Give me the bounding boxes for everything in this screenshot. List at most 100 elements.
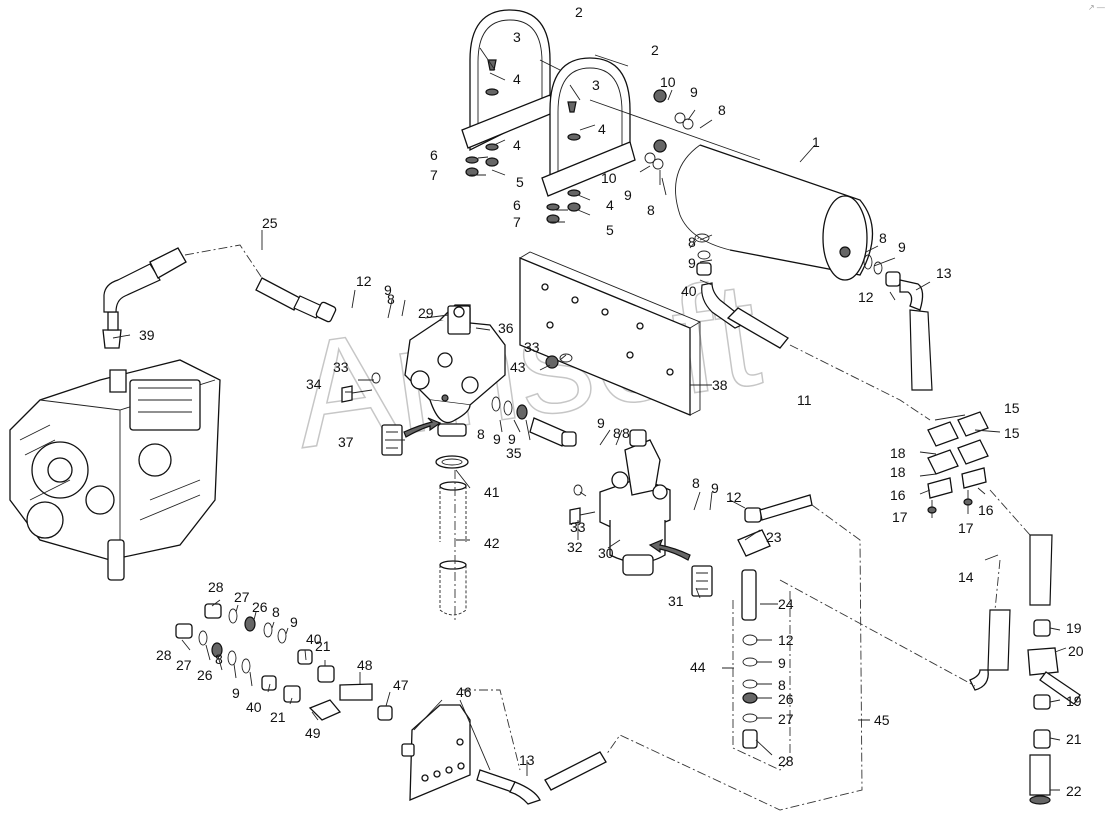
callout-11: 11 bbox=[797, 392, 812, 408]
callout-16: 16 bbox=[978, 502, 994, 518]
callout-24: 24 bbox=[778, 596, 794, 612]
callout-8: 8 bbox=[692, 475, 700, 491]
manifold-outlet-fittings bbox=[491, 353, 577, 447]
callout-21: 21 bbox=[1066, 731, 1082, 747]
callout-31: 31 bbox=[668, 593, 684, 609]
callout-27: 27 bbox=[176, 657, 192, 673]
left-fitting-row-upper bbox=[204, 603, 393, 721]
callout-39: 39 bbox=[139, 327, 155, 343]
callout-9: 9 bbox=[290, 614, 298, 630]
callout-29: 29 bbox=[418, 305, 434, 321]
callout-1: 1 bbox=[812, 134, 820, 150]
callout-32: 32 bbox=[567, 539, 583, 555]
callout-8: 8 bbox=[622, 425, 630, 441]
callout-40: 40 bbox=[681, 283, 697, 299]
tank-outlet-fittings bbox=[863, 254, 933, 391]
callout-17: 17 bbox=[892, 509, 908, 525]
mounting-bolts bbox=[341, 372, 596, 525]
callout-9: 9 bbox=[688, 255, 696, 271]
callout-42: 42 bbox=[484, 535, 500, 551]
vertical-fitting-assembly bbox=[737, 494, 813, 749]
callout-9: 9 bbox=[624, 187, 632, 203]
callout-21: 21 bbox=[270, 709, 286, 725]
callout-9: 9 bbox=[232, 685, 240, 701]
left-fitting-row-lower bbox=[175, 623, 415, 757]
callout-4: 4 bbox=[513, 71, 521, 87]
lower-hose bbox=[476, 751, 607, 805]
callout-23: 23 bbox=[766, 529, 782, 545]
callout-9: 9 bbox=[493, 431, 501, 447]
callout-12: 12 bbox=[726, 489, 742, 505]
routing-lines bbox=[184, 235, 1031, 811]
engine-outlet-fitting bbox=[102, 311, 122, 349]
callout-40: 40 bbox=[246, 699, 262, 715]
callout-28: 28 bbox=[208, 579, 224, 595]
callout-13: 13 bbox=[936, 265, 952, 281]
filter-element bbox=[439, 481, 467, 616]
callout-45: 45 bbox=[874, 712, 890, 728]
callout-9: 9 bbox=[778, 655, 786, 671]
callout-6: 6 bbox=[513, 197, 521, 213]
callout-19: 19 bbox=[1066, 693, 1082, 709]
callout-28: 28 bbox=[156, 647, 172, 663]
leader-lines bbox=[112, 47, 1067, 791]
callout-48: 48 bbox=[357, 657, 373, 673]
callout-9: 9 bbox=[711, 480, 719, 496]
callout-3: 3 bbox=[513, 29, 521, 45]
air-tank bbox=[644, 89, 874, 281]
callout-9: 9 bbox=[690, 84, 698, 100]
callout-5: 5 bbox=[606, 222, 614, 238]
callout-8: 8 bbox=[387, 291, 395, 307]
callout-22: 22 bbox=[1066, 783, 1082, 799]
callout-40: 40 bbox=[306, 631, 322, 647]
callout-27: 27 bbox=[234, 589, 250, 605]
callout-36: 36 bbox=[498, 320, 514, 336]
air-dryer-unit bbox=[599, 429, 671, 576]
callout-15: 15 bbox=[1004, 400, 1020, 416]
callout-21: 21 bbox=[315, 638, 331, 654]
callout-8: 8 bbox=[688, 234, 696, 250]
callout-26: 26 bbox=[778, 691, 794, 707]
callout-37: 37 bbox=[338, 434, 354, 450]
callout-4: 4 bbox=[513, 137, 521, 153]
filter-clamp bbox=[435, 455, 469, 469]
callout-9: 9 bbox=[597, 415, 605, 431]
callout-8: 8 bbox=[778, 677, 786, 693]
callout-10: 10 bbox=[601, 170, 617, 186]
callout-35: 35 bbox=[506, 445, 522, 461]
callout-12: 12 bbox=[356, 273, 372, 289]
hose-clamps bbox=[927, 411, 989, 514]
callout-3: 3 bbox=[592, 77, 600, 93]
mounting-plate bbox=[519, 251, 701, 416]
callout-6: 6 bbox=[430, 147, 438, 163]
callout-49: 49 bbox=[305, 725, 321, 741]
callout-15: 15 bbox=[1004, 425, 1020, 441]
callout-8: 8 bbox=[647, 202, 655, 218]
compressor-discharge-hose bbox=[103, 247, 337, 323]
corner-mark: ↗ — bbox=[1088, 3, 1105, 12]
callout-33: 33 bbox=[524, 339, 540, 355]
reference-tag-31 bbox=[648, 538, 713, 597]
callout-34: 34 bbox=[306, 376, 322, 392]
callout-16: 16 bbox=[890, 487, 906, 503]
callout-41: 41 bbox=[484, 484, 500, 500]
callout-20: 20 bbox=[1068, 643, 1084, 659]
tank-drain-fittings bbox=[694, 233, 789, 349]
callout-9: 9 bbox=[508, 431, 516, 447]
callout-8: 8 bbox=[477, 426, 485, 442]
callout-8: 8 bbox=[718, 102, 726, 118]
callout-30: 30 bbox=[598, 545, 614, 561]
callout-8: 8 bbox=[879, 230, 887, 246]
callout-14: 14 bbox=[958, 569, 974, 585]
callout-38: 38 bbox=[712, 377, 728, 393]
callout-18: 18 bbox=[890, 445, 906, 461]
callout-18: 18 bbox=[890, 464, 906, 480]
callout-8: 8 bbox=[272, 604, 280, 620]
callout-9: 9 bbox=[384, 282, 392, 298]
callout-17: 17 bbox=[958, 520, 974, 536]
callout-26: 26 bbox=[197, 667, 213, 683]
callout-4: 4 bbox=[598, 121, 606, 137]
callout-12: 12 bbox=[858, 289, 874, 305]
callout-44: 44 bbox=[690, 659, 706, 675]
